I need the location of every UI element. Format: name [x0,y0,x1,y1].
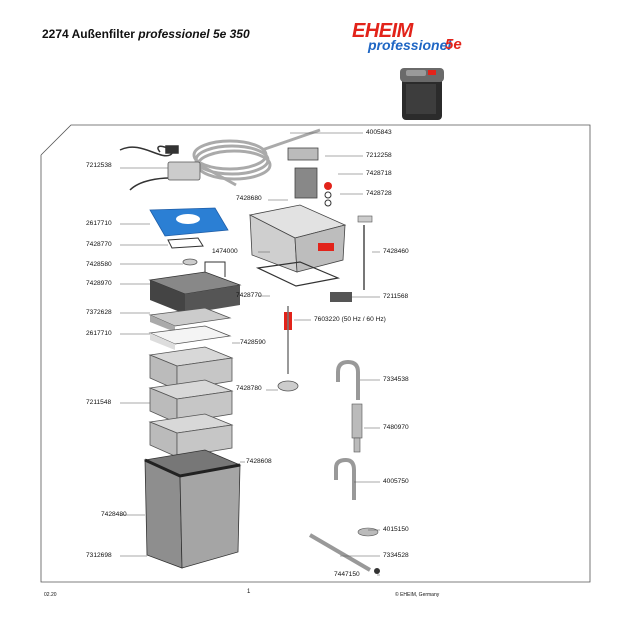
part-number: 7603220 (50 Hz / 60 Hz) [314,316,386,323]
title-bold: 2274 Außenfilter [42,27,135,41]
title-italic: professionel 5e 350 [138,27,250,41]
part-number: 7447150 [334,571,360,578]
pump-head [248,204,347,273]
logo-number: 5e [445,36,462,53]
part-number: 7212538 [86,162,112,169]
part-number: 7428480 [101,511,127,518]
part-number: 2617710 [86,220,112,227]
part-number: 7428728 [366,190,392,197]
power-cable [119,145,179,191]
eheim-logo: EHEIM professionel 5e [352,20,462,56]
top-basket [148,261,242,314]
logo-brand: EHEIM [352,20,413,42]
pipes [308,359,372,572]
part-number: 7480970 [383,424,409,431]
part-number: 7372628 [86,309,112,316]
part-number: 4005843 [366,129,392,136]
part-number: 7212258 [366,152,392,159]
product-photo [400,68,444,120]
part-number: 4015150 [383,526,409,533]
part-number: 2617710 [86,330,112,337]
canister [143,449,242,569]
part-number: 4005750 [383,478,409,485]
logo-subtitle: professionel [368,37,452,53]
part-number: 7428580 [86,261,112,268]
document-title: 2274 Außenfilter professionel 5e 350 [42,27,250,41]
part-number: 7428608 [246,458,272,465]
part-number: 7428770 [86,241,112,248]
footer-date: 02.20 [44,592,57,598]
part-number: 7428680 [236,195,262,202]
part-number: 7211568 [383,293,409,300]
part-number: 7428718 [366,170,392,177]
part-number: 7428590 [240,339,266,346]
part-number: 7334538 [383,376,409,383]
part-number: 7428970 [86,280,112,287]
power-adapter [167,161,201,181]
part-number: 7211548 [86,399,112,406]
part-number: 7428770 [236,292,262,299]
footer-page-number: 1 [247,589,251,595]
footer-copyright: © EHEIM, Germany [395,592,440,598]
part-number: 7334528 [383,552,409,559]
part-number: 1474000 [212,248,238,255]
part-number: 7428460 [383,248,409,255]
valve-adapter [287,147,319,199]
part-number: 7428780 [236,385,262,392]
part-number: 7312698 [86,552,112,559]
filter-trays [148,346,234,458]
